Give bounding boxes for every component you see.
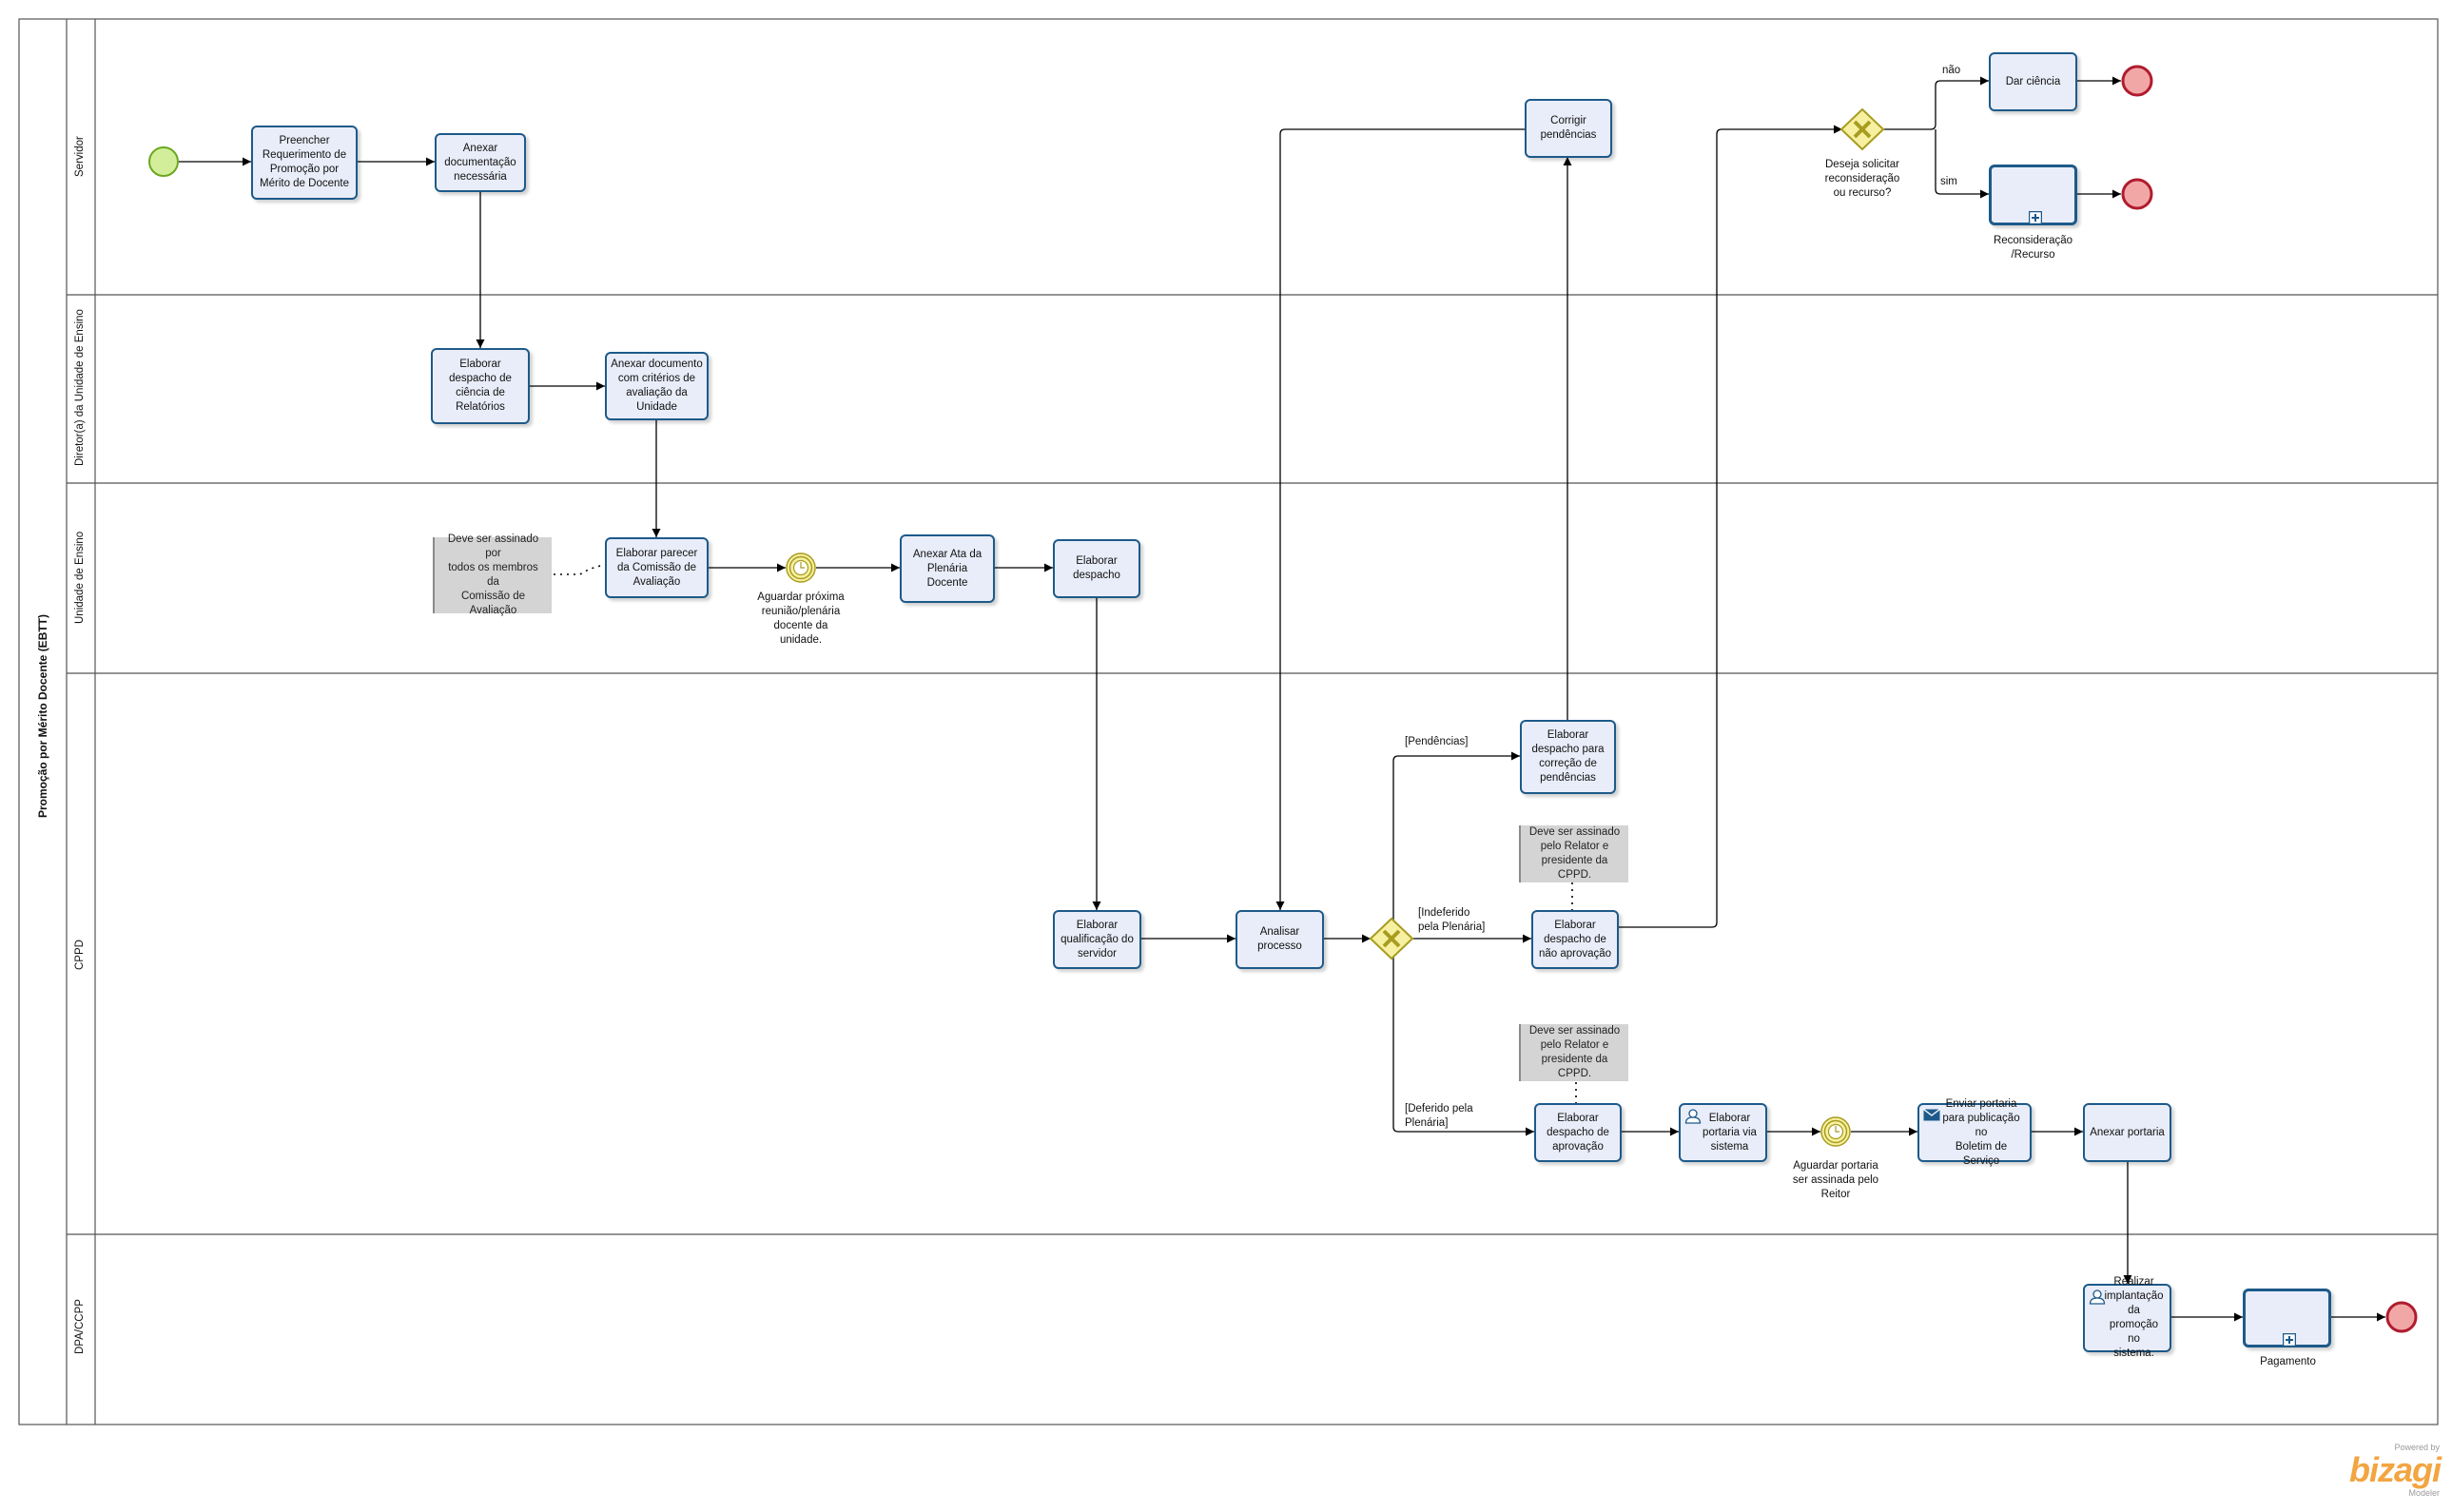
subprocess-pagamento[interactable] (2243, 1289, 2331, 1347)
annotation-text: Deve ser assinado pelo Relator e preside… (1528, 1025, 1621, 1079)
timer-label-reuniao: Aguardar próxima reunião/plenária docent… (757, 591, 845, 646)
task-label: Anexar Ata da Plenária Docente (912, 548, 983, 589)
end-event-pagamento (2385, 1301, 2418, 1333)
task-despacho-aprovacao[interactable]: Elaborar despacho de aprovação (1534, 1103, 1622, 1162)
task-corrigir-pendencias[interactable]: Corrigir pendências (1525, 99, 1612, 158)
task-elaborar-despacho-correcao[interactable]: Elaborar despacho para correção de pendê… (1520, 720, 1616, 794)
lane-title-unidade: Unidade de Ensino (74, 531, 86, 624)
flow-gateway-aprovacao (1392, 957, 1534, 1136)
gateway-reconsideracao (1839, 107, 1885, 151)
start-event (148, 146, 179, 177)
flow-corrigir-analisar (1275, 128, 1525, 910)
task-elaborar-qualificacao[interactable]: Elaborar qualificação do servidor (1053, 910, 1141, 969)
annotation-text: Deve ser assinado pelo Relator e preside… (1528, 826, 1621, 881)
task-elaborar-parecer[interactable]: Elaborar parecer da Comissão de Avaliaçã… (605, 537, 709, 598)
timer-event-portaria (1820, 1116, 1851, 1147)
lane-title-cppd: CPPD (74, 940, 86, 970)
task-label: Elaborar portaria via sistema (1703, 1112, 1757, 1153)
end-event-dar-ciencia (2121, 65, 2153, 97)
subprocess-reconsideracao[interactable] (1989, 165, 2077, 225)
task-enviar-portaria[interactable]: Enviar portaria para publicação no Bolet… (1917, 1098, 2032, 1167)
gateway-analise (1369, 917, 1414, 960)
user-task-icon (1684, 1109, 1702, 1124)
task-label: Corrigir pendências (1540, 115, 1597, 141)
expand-plus-icon (2029, 211, 2042, 224)
bizagi-logo: Powered by bizagi Modeler (2349, 1443, 2442, 1498)
task-analisar-processo[interactable]: Analisar processo (1236, 910, 1324, 969)
task-anexar-portaria[interactable]: Anexar portaria (2083, 1103, 2171, 1162)
task-elaborar-despacho-ciencia[interactable]: Elaborar despacho de ciência de Relatóri… (431, 348, 530, 424)
task-anexar-documento-criterios[interactable]: Anexar documento com critérios de avalia… (605, 352, 709, 420)
lane-title-servidor: Servidor (74, 136, 86, 177)
task-label: Realizar implantação da promoção no sist… (2104, 1276, 2164, 1359)
task-elaborar-despacho[interactable]: Elaborar despacho (1053, 539, 1140, 598)
subprocess-pagamento-label: Pagamento (2260, 1356, 2316, 1367)
annotation-assinado-comissao: Deve ser assinado por todos os membros d… (433, 533, 552, 616)
gateway-question-label: Deseja solicitar reconsideração ou recur… (1824, 159, 1900, 199)
logo-brand-text: bizagi (2349, 1450, 2442, 1489)
flow-label-nao: não (1942, 65, 1961, 76)
task-label: Elaborar despacho para correção de pendê… (1531, 729, 1605, 784)
task-label: Elaborar despacho de ciência de Relatóri… (449, 359, 512, 413)
flow-gateway-pendencias (1392, 751, 1520, 921)
task-dar-ciencia[interactable]: Dar ciência (1989, 52, 2077, 111)
annotation-text: Deve ser assinado por todos os membros d… (447, 533, 539, 616)
lane-title-dpa: DPA/CCPP (74, 1299, 86, 1354)
flow-label-pendencias: [Pendências] (1405, 736, 1469, 747)
user-task-icon (2089, 1289, 2106, 1305)
task-label: Elaborar despacho (1073, 555, 1120, 581)
timer-event-reuniao (786, 552, 816, 583)
pool-border (18, 18, 2439, 1425)
flow-label-deferido: [Deferido pela Plenária] (1405, 1103, 1473, 1129)
task-label: Analisar processo (1257, 926, 1302, 952)
end-event-reconsideracao (2121, 178, 2153, 210)
task-label: Dar ciência (2005, 75, 2061, 87)
pool-title: Promoção por Mérito Docente (EBTT) (36, 613, 49, 818)
task-label: Elaborar qualificação do servidor (1061, 919, 1134, 960)
annotation-assinado-relator-1: Deve ser assinado pelo Relator e preside… (1519, 825, 1628, 882)
task-label: Elaborar despacho de não aprovação (1538, 919, 1612, 960)
subprocess-reconsideracao-label: Reconsideração /Recurso (1993, 235, 2073, 261)
task-elaborar-portaria-sistema[interactable]: Elaborar portaria via sistema (1679, 1103, 1767, 1162)
flow-gateway2-reconsideracao (1935, 129, 1989, 199)
timer-label-portaria: Aguardar portaria ser assinada pelo Reit… (1792, 1160, 1879, 1200)
task-label: Anexar portaria (2090, 1126, 2165, 1138)
annotation-assinado-relator-2: Deve ser assinado pelo Relator e preside… (1519, 1024, 1628, 1081)
task-label: Anexar documentação necessária (444, 142, 516, 183)
task-label: Elaborar parecer da Comissão de Avaliaçã… (615, 547, 698, 588)
task-despacho-nao-aprovacao[interactable]: Elaborar despacho de não aprovação (1531, 910, 1619, 969)
expand-plus-icon (2283, 1333, 2296, 1347)
task-preencher-requerimento[interactable]: Preencher Requerimento de Promoção por M… (251, 126, 358, 200)
task-label: Elaborar despacho de aprovação (1547, 1112, 1609, 1153)
logo-product-text: Modeler (2408, 1488, 2440, 1498)
task-label: Enviar portaria para publicação no Bolet… (1942, 1097, 2020, 1167)
task-realizar-implantacao[interactable]: Realizar implantação da promoção no sist… (2083, 1276, 2171, 1359)
task-label: Preencher Requerimento de Promoção por M… (260, 135, 349, 189)
flow-label-sim: sim (1940, 176, 1957, 187)
task-anexar-ata[interactable]: Anexar Ata da Plenária Docente (900, 534, 995, 603)
task-label: Anexar documento com critérios de avalia… (611, 359, 703, 413)
lane-title-diretor: Diretor(a) da Unidade de Ensino (74, 309, 86, 466)
task-anexar-documentacao[interactable]: Anexar documentação necessária (435, 133, 526, 192)
logo-powered-text: Powered by (2394, 1443, 2440, 1452)
flow-nao-aprovacao-gateway (1618, 125, 1842, 928)
send-envelope-icon (1923, 1109, 1940, 1121)
association-comissao (554, 564, 606, 575)
flow-label-indeferido: [Indeferido pela Plenária] (1418, 907, 1486, 933)
flow-gateway2-dar-ciencia (1883, 76, 1989, 130)
